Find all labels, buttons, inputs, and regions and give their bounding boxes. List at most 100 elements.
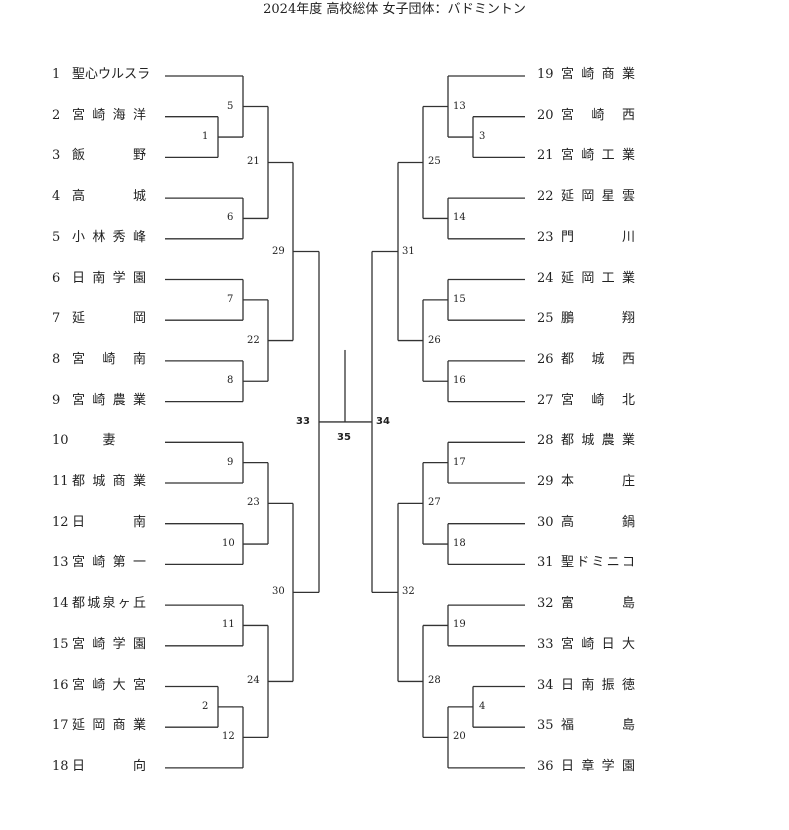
team-number: 19 — [537, 67, 554, 82]
team-name: 日南 — [72, 514, 146, 532]
match-number-23: 23 — [247, 497, 260, 509]
team-name-char: 工 — [601, 270, 615, 286]
team-name-char: 延 — [72, 718, 86, 734]
team-entry: 4 高城 — [52, 188, 172, 206]
team-name-char: 城 — [87, 596, 101, 612]
team-name: 宮崎海洋 — [72, 107, 146, 125]
match-number-5: 5 — [227, 100, 234, 112]
team-name-char: 島 — [621, 718, 635, 734]
team-name-char: 学 — [112, 270, 126, 286]
team-name-char: 宮 — [561, 636, 575, 652]
team-name-char: 宮 — [72, 677, 86, 693]
team-number: 27 — [537, 392, 554, 408]
team-name: 延岡 — [72, 310, 146, 328]
match-number-29: 29 — [272, 245, 285, 257]
team-name: 高鍋 — [561, 514, 635, 532]
team-number: 28 — [537, 433, 554, 449]
team-name-char: 宮 — [72, 636, 86, 652]
match-number-1: 1 — [202, 131, 209, 143]
team-number: 29 — [537, 474, 554, 489]
team-name-char: 野 — [132, 148, 146, 164]
team-name-char: 業 — [621, 433, 635, 449]
team-name-char: 泉 — [102, 596, 116, 612]
team-number: 11 — [52, 474, 69, 489]
team-name: 宮崎農業 — [72, 392, 146, 410]
team-name-char: 都 — [72, 596, 86, 612]
match-number-18: 18 — [453, 538, 466, 550]
team-name-char: 門 — [561, 229, 575, 245]
team-name-char: 丘 — [132, 596, 146, 612]
team-name-char: 宮 — [72, 107, 86, 123]
team-name-char: 都 — [72, 474, 86, 489]
match-number-25: 25 — [428, 156, 441, 168]
team-number: 5 — [52, 229, 61, 245]
team-name-char: 業 — [621, 67, 635, 82]
team-name: 都城西 — [561, 351, 635, 369]
team-name: 宮崎工業 — [561, 147, 635, 165]
team-name-char: 宮 — [561, 67, 575, 82]
team-name-char: 園 — [132, 270, 146, 286]
team-name: 飯野 — [72, 147, 146, 165]
team-name: 宮崎第一 — [72, 554, 146, 572]
team-name: 宮崎北 — [561, 392, 635, 410]
team-name-char: 都 — [561, 351, 575, 367]
team-name: 日章学園 — [561, 758, 635, 776]
team-number: 13 — [52, 555, 69, 571]
team-name-char: 飯 — [72, 148, 86, 164]
match-number-33: 33 — [296, 415, 310, 427]
team-name: 宮崎学園 — [72, 636, 146, 654]
team-name: 高城 — [72, 188, 146, 206]
team-name-char: 聖 — [561, 555, 575, 571]
team-name: 聖ドミニコ — [561, 554, 635, 572]
team-name-char: ド — [576, 555, 590, 571]
team-number: 23 — [537, 229, 554, 245]
team-name-char: 崎 — [102, 351, 116, 367]
team-name-char: 日 — [561, 677, 575, 693]
match-number-8: 8 — [227, 375, 234, 387]
team-name-char: 本 — [561, 474, 575, 489]
team-number: 2 — [52, 107, 61, 123]
team-number: 18 — [52, 758, 69, 774]
team-name: 延岡星雲 — [561, 188, 635, 206]
team-name-char: 日 — [72, 270, 86, 286]
team-name: 宮崎大宮 — [72, 677, 146, 695]
match-number-6: 6 — [227, 212, 234, 224]
team-name: 延岡商業 — [72, 717, 146, 735]
team-name-char: 一 — [132, 555, 146, 571]
team-name-char: 城 — [581, 433, 595, 449]
team-name-char: 宮 — [561, 107, 575, 123]
team-number: 4 — [52, 189, 61, 205]
match-number-16: 16 — [453, 375, 466, 387]
team-name-char: 業 — [132, 718, 146, 734]
team-name-char: 岡 — [581, 189, 595, 205]
team-name-char: コ — [621, 555, 635, 571]
team-name-char: 都 — [561, 433, 575, 449]
match-number-27: 27 — [428, 497, 441, 509]
team-name-char: 崎 — [591, 107, 605, 123]
match-number-35: 35 — [337, 431, 351, 443]
team-name-char: ラ — [137, 67, 151, 82]
team-name-char: 崎 — [92, 107, 106, 123]
team-name-char: 日 — [601, 636, 615, 652]
team-name-char: ル — [111, 67, 125, 82]
team-number: 14 — [52, 596, 69, 612]
team-name-char: 業 — [132, 474, 146, 489]
match-number-30: 30 — [272, 586, 285, 598]
team-name-char: 崎 — [581, 636, 595, 652]
match-number-17: 17 — [453, 456, 466, 468]
team-name-char: 崎 — [92, 392, 106, 408]
team-name: 妻 — [72, 432, 146, 450]
team-name-char: 宮 — [132, 677, 146, 693]
team-name-char: 西 — [621, 107, 635, 123]
